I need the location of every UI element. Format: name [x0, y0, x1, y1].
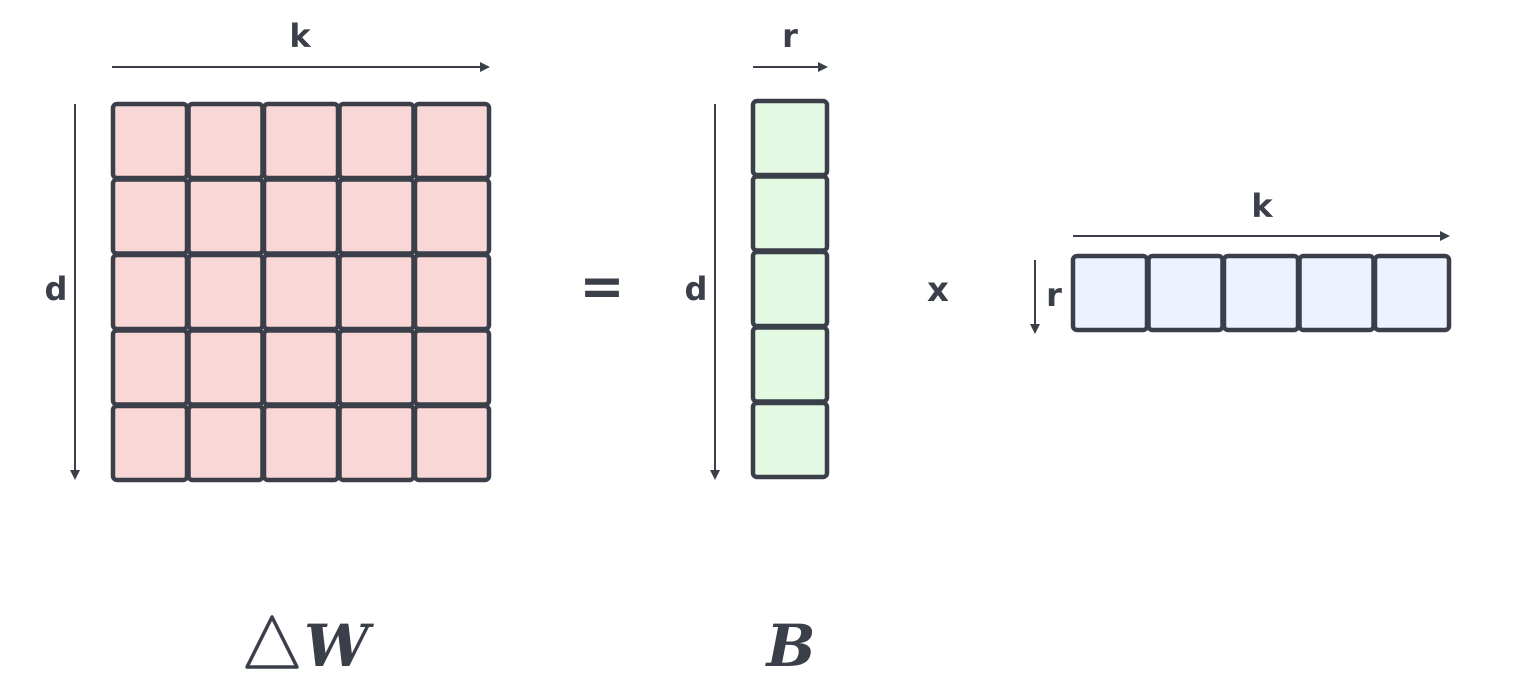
delta-w-cell	[412, 177, 492, 256]
delta-w-cell	[110, 177, 190, 256]
a-cell	[1221, 253, 1301, 333]
b-cell	[750, 249, 830, 329]
delta-w-cells	[110, 101, 492, 483]
delta-w-cell	[337, 252, 416, 332]
delta-w-cell	[186, 177, 265, 256]
delta-w-cell	[337, 177, 416, 256]
delta-w-cell	[412, 252, 492, 332]
delta-w-cell	[186, 101, 265, 181]
delta-w-cell	[261, 177, 341, 256]
delta-w-cell	[412, 403, 492, 483]
delta-w-d-label: d	[45, 270, 68, 308]
delta-w-cell	[110, 252, 190, 332]
b-d-label: d	[685, 270, 708, 308]
b-name-text: B	[764, 612, 815, 680]
b-cell	[750, 98, 830, 178]
b-cell	[750, 325, 830, 404]
a-cell	[1070, 253, 1150, 333]
a-r-label: r	[1046, 276, 1062, 314]
b-cells	[750, 98, 830, 480]
delta-w-cell	[186, 252, 265, 332]
a-cell	[1297, 253, 1376, 333]
delta-w-cell	[337, 328, 416, 407]
delta-w-cell	[412, 328, 492, 407]
delta-w-k-label: k	[289, 17, 311, 55]
b-r-label: r	[782, 17, 798, 55]
delta-w-cell	[261, 101, 341, 181]
delta-w-cell	[261, 403, 341, 483]
b-matrix: r d	[685, 17, 830, 480]
equals-sign: =	[579, 255, 624, 318]
delta-w-cell	[337, 403, 416, 483]
delta-w-name: W	[245, 612, 374, 680]
a-cell	[1146, 253, 1225, 333]
delta-w-cell	[186, 328, 265, 407]
delta-w-cell	[110, 403, 190, 483]
a-cell	[1372, 253, 1452, 333]
b-cell	[750, 174, 830, 253]
delta-w-cell	[337, 101, 416, 181]
delta-w-cell	[261, 252, 341, 332]
a-matrix: k r	[1030, 187, 1452, 334]
a-cells	[1070, 253, 1452, 333]
delta-w-cell	[186, 403, 265, 483]
b-cell	[750, 400, 830, 480]
delta-w-cell	[110, 328, 190, 407]
delta-w-cell	[412, 101, 492, 181]
delta-w-cell	[261, 328, 341, 407]
a-k-label: k	[1251, 187, 1273, 225]
delta-w-cell	[110, 101, 190, 181]
delta-w-matrix: k d	[45, 17, 492, 483]
delta-w-name-text: W	[304, 612, 374, 680]
delta-icon	[245, 615, 299, 669]
multiply-sign: x	[927, 270, 949, 310]
